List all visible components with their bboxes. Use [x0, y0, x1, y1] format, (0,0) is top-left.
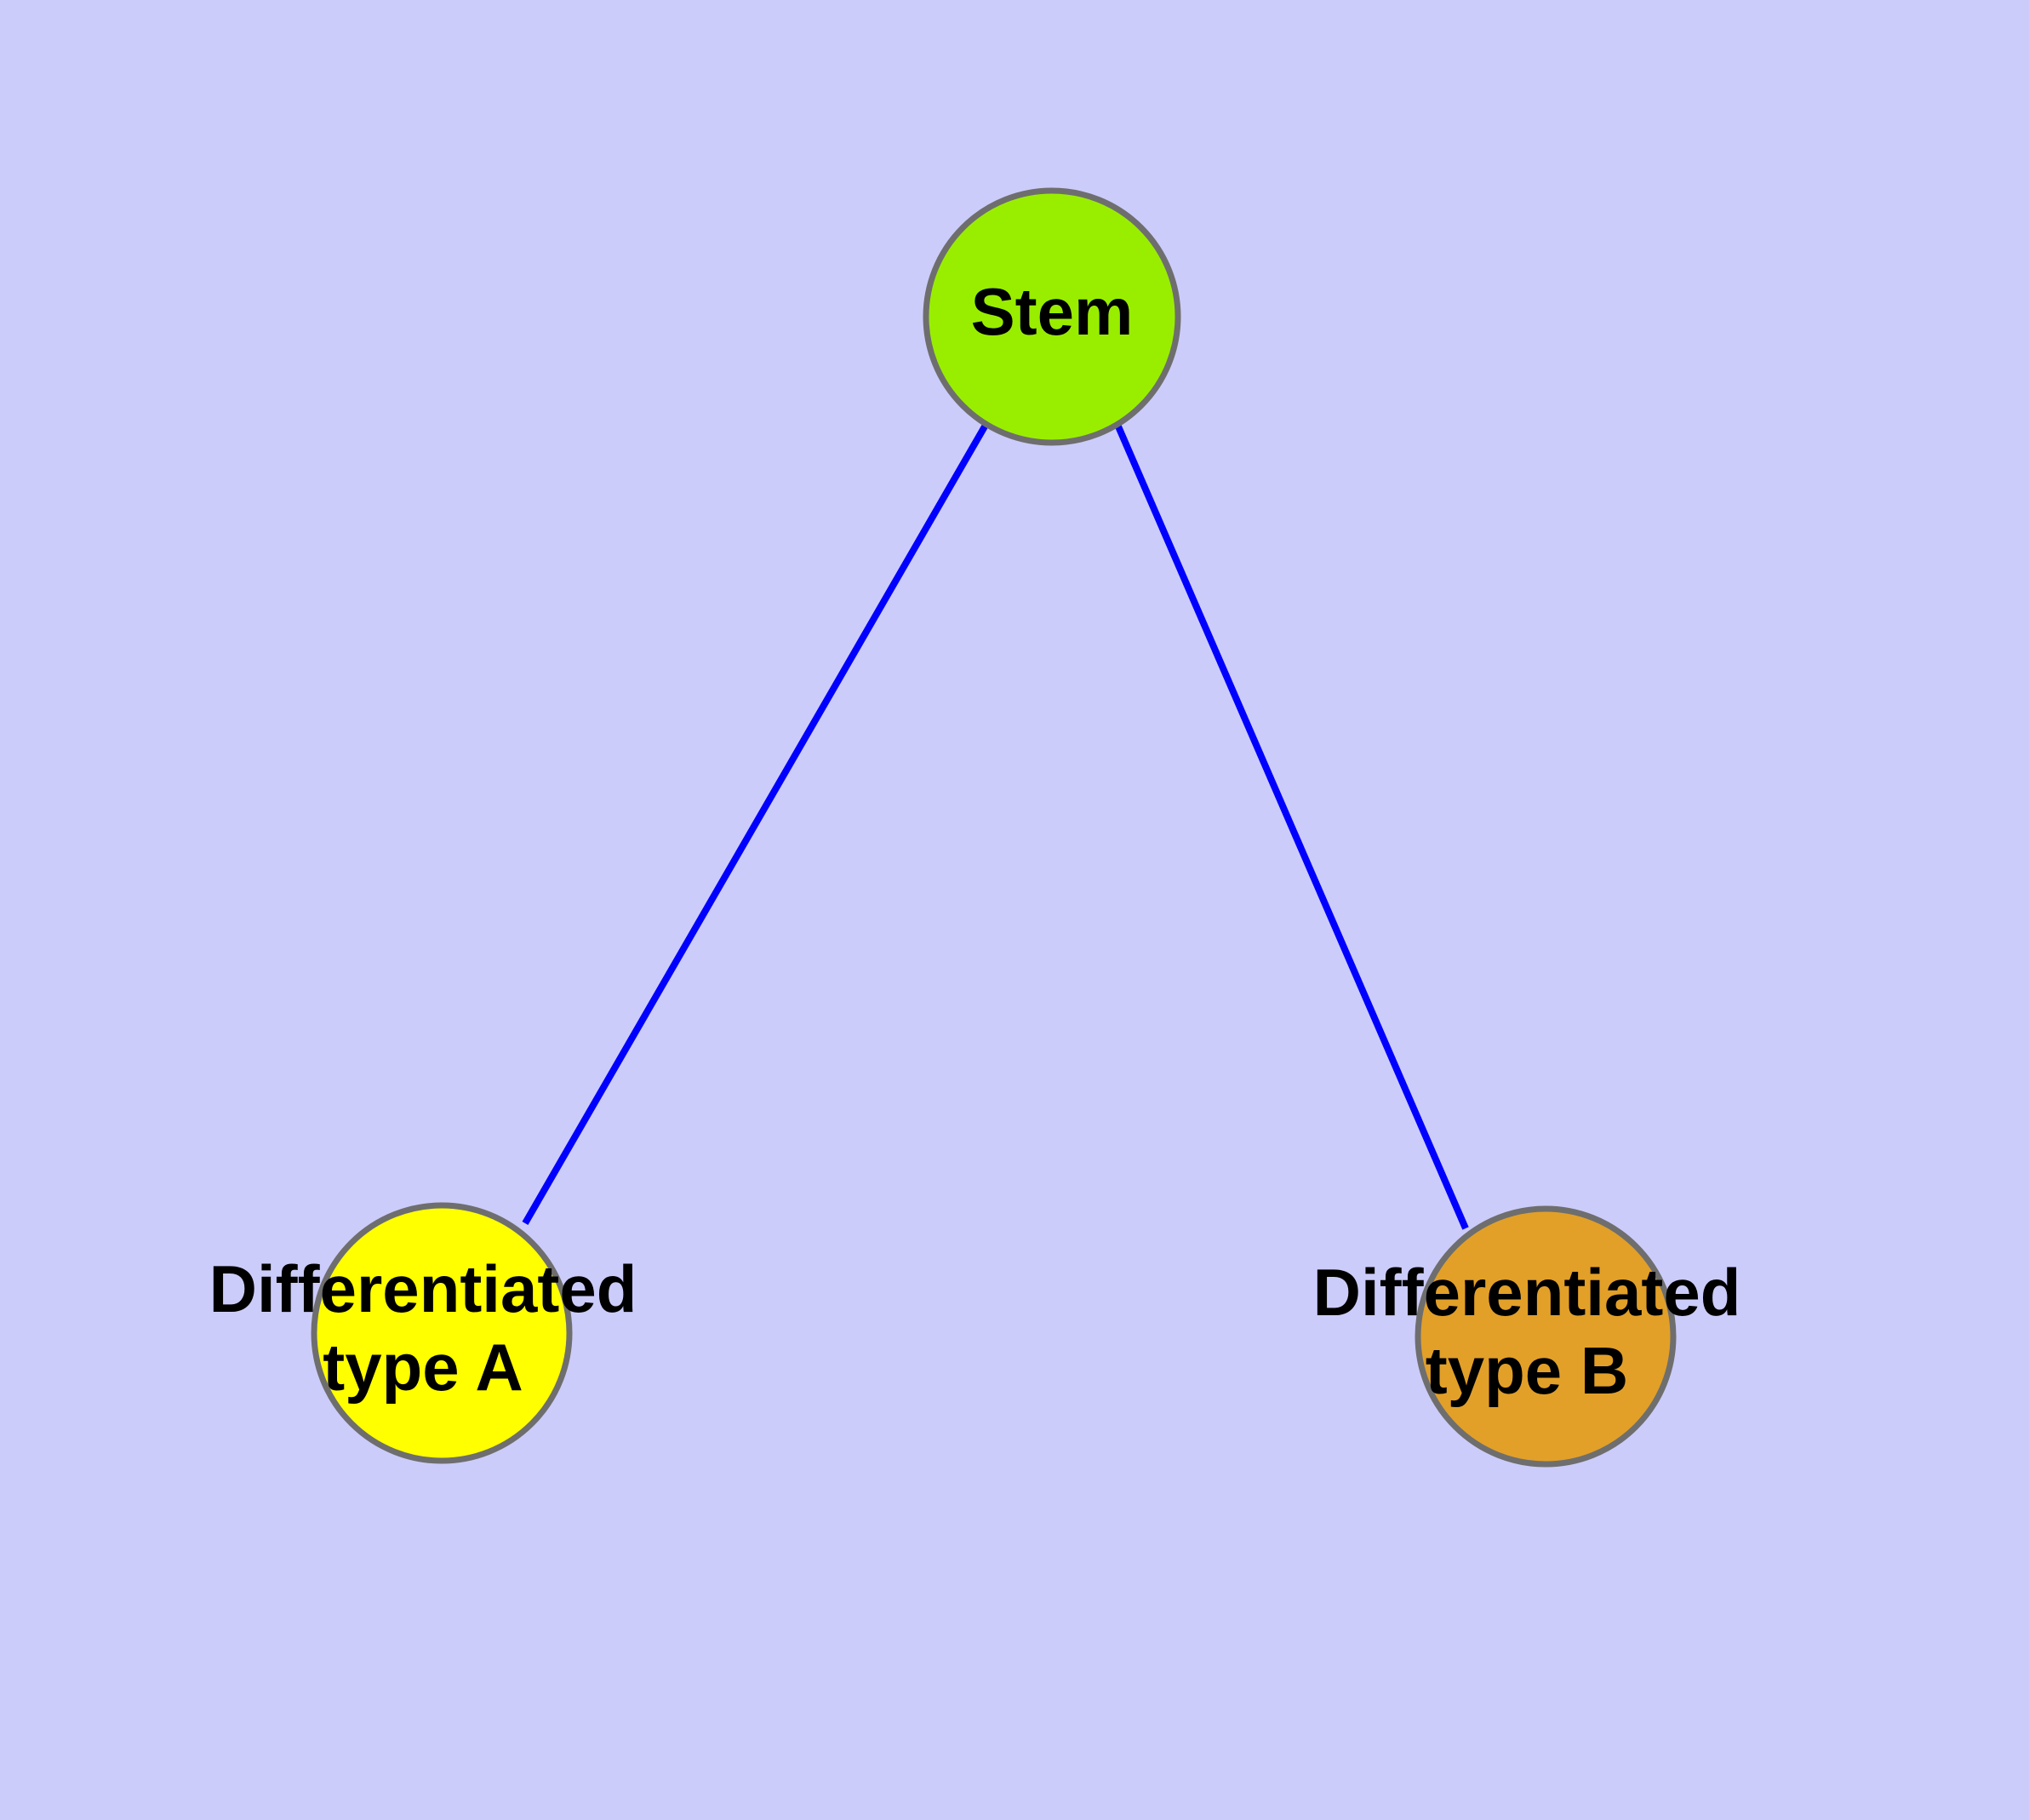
- graph-node-label-line: Differentiated: [1313, 1255, 1741, 1330]
- graph-node-label-stem: Stem: [971, 274, 1134, 349]
- nodes-layer: [311, 187, 1677, 1468]
- graph-node-diff-b[interactable]: [1415, 1205, 1677, 1468]
- graph-node-label-line: Stem: [971, 274, 1134, 349]
- graph-node-stem[interactable]: [923, 187, 1181, 446]
- graph-edge-stem-to-diff-a[interactable]: [522, 425, 988, 1225]
- graph-edge-stem-to-diff-b[interactable]: [1115, 425, 1469, 1230]
- graph-node-label-line: type A: [323, 1330, 523, 1405]
- graph-node-label-line: Differentiated: [209, 1251, 637, 1326]
- edges-layer: [522, 425, 1469, 1230]
- graph-node-diff-a[interactable]: [311, 1202, 573, 1464]
- graph-node-label-line: type B: [1426, 1333, 1628, 1408]
